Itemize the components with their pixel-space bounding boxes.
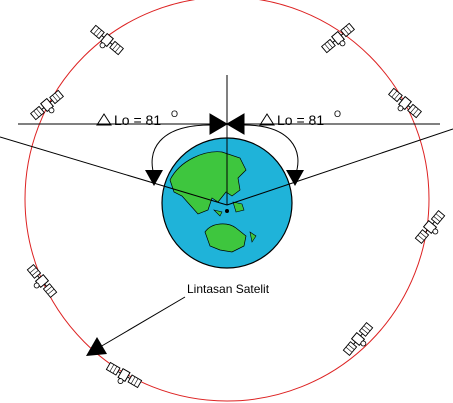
left-arc-arrowhead — [145, 170, 163, 186]
right-angle-degree: O — [334, 109, 341, 119]
satellite-icon — [30, 90, 67, 124]
orbit-pointer-line — [100, 297, 185, 347]
left-angle-label: Lo = 81 — [114, 112, 161, 128]
satellite-icon — [87, 25, 124, 59]
satellite-icon — [415, 210, 449, 247]
satellite-icon — [23, 264, 57, 301]
satellite-icon — [385, 88, 422, 122]
delta-triangle-icon — [97, 114, 111, 125]
satellite-icon — [321, 23, 358, 57]
orbit-label: Lintasan Satelit — [187, 282, 270, 296]
satellite-icon — [104, 362, 142, 393]
left-angle-degree: O — [171, 109, 178, 119]
right-angle-label: Lo = 81 — [277, 112, 324, 128]
delta-triangle-icon — [260, 114, 274, 125]
